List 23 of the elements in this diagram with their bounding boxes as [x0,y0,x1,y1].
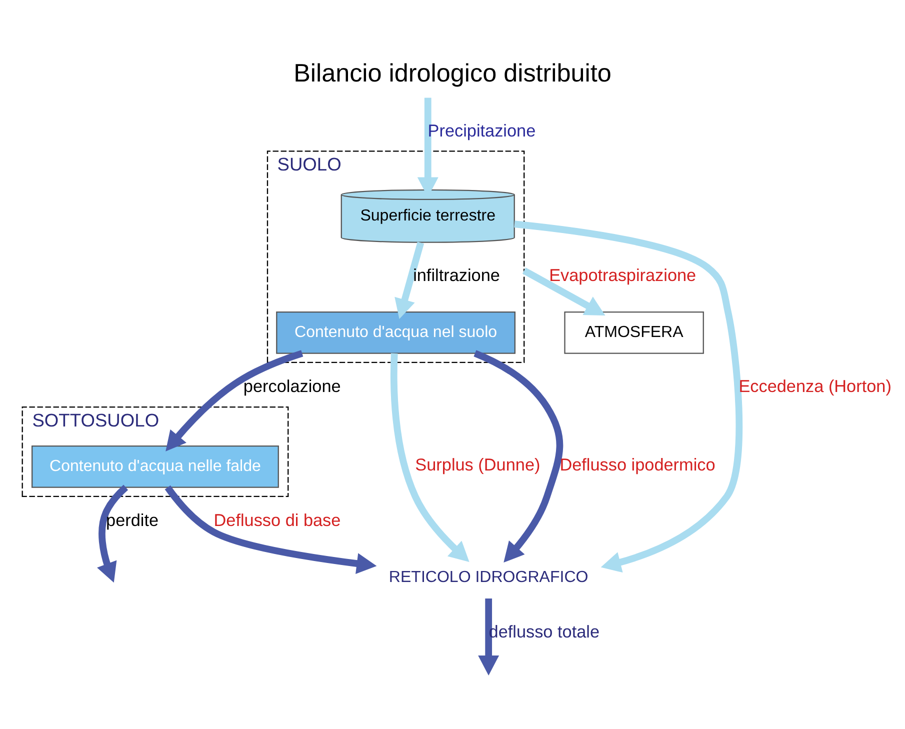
edge-label: infiltrazione [413,265,500,286]
arrow [478,598,500,676]
edge-label: percolazione [243,376,341,396]
diagram-title: Bilancio idrologico distribuito [294,59,612,88]
arrow [394,242,424,320]
arrow [522,268,606,316]
edge-label: perdite [106,510,159,530]
edge-label: Deflusso ipodermico [560,454,716,475]
edge-label: Precipitazione [428,120,536,140]
edge-label: Surplus (Dunne) [415,454,540,475]
arrow [97,484,128,583]
node-box: ATMOSFERA [564,311,704,354]
edge-label: Evapotraspirazione [549,265,696,286]
arrow [390,353,470,562]
node-box: Contenuto d'acqua nelle falde [32,445,279,488]
edge-label: Deflusso di base [214,510,341,530]
arrow [164,485,377,574]
node-box: Contenuto d'acqua nel suolo [276,311,516,354]
arrow [166,350,304,452]
edge-label: Eccedenza (Horton) [738,376,892,396]
arrow [514,220,743,573]
arrow [474,350,564,562]
node-text: RETICOLO IDROGRAFICO [388,568,588,586]
